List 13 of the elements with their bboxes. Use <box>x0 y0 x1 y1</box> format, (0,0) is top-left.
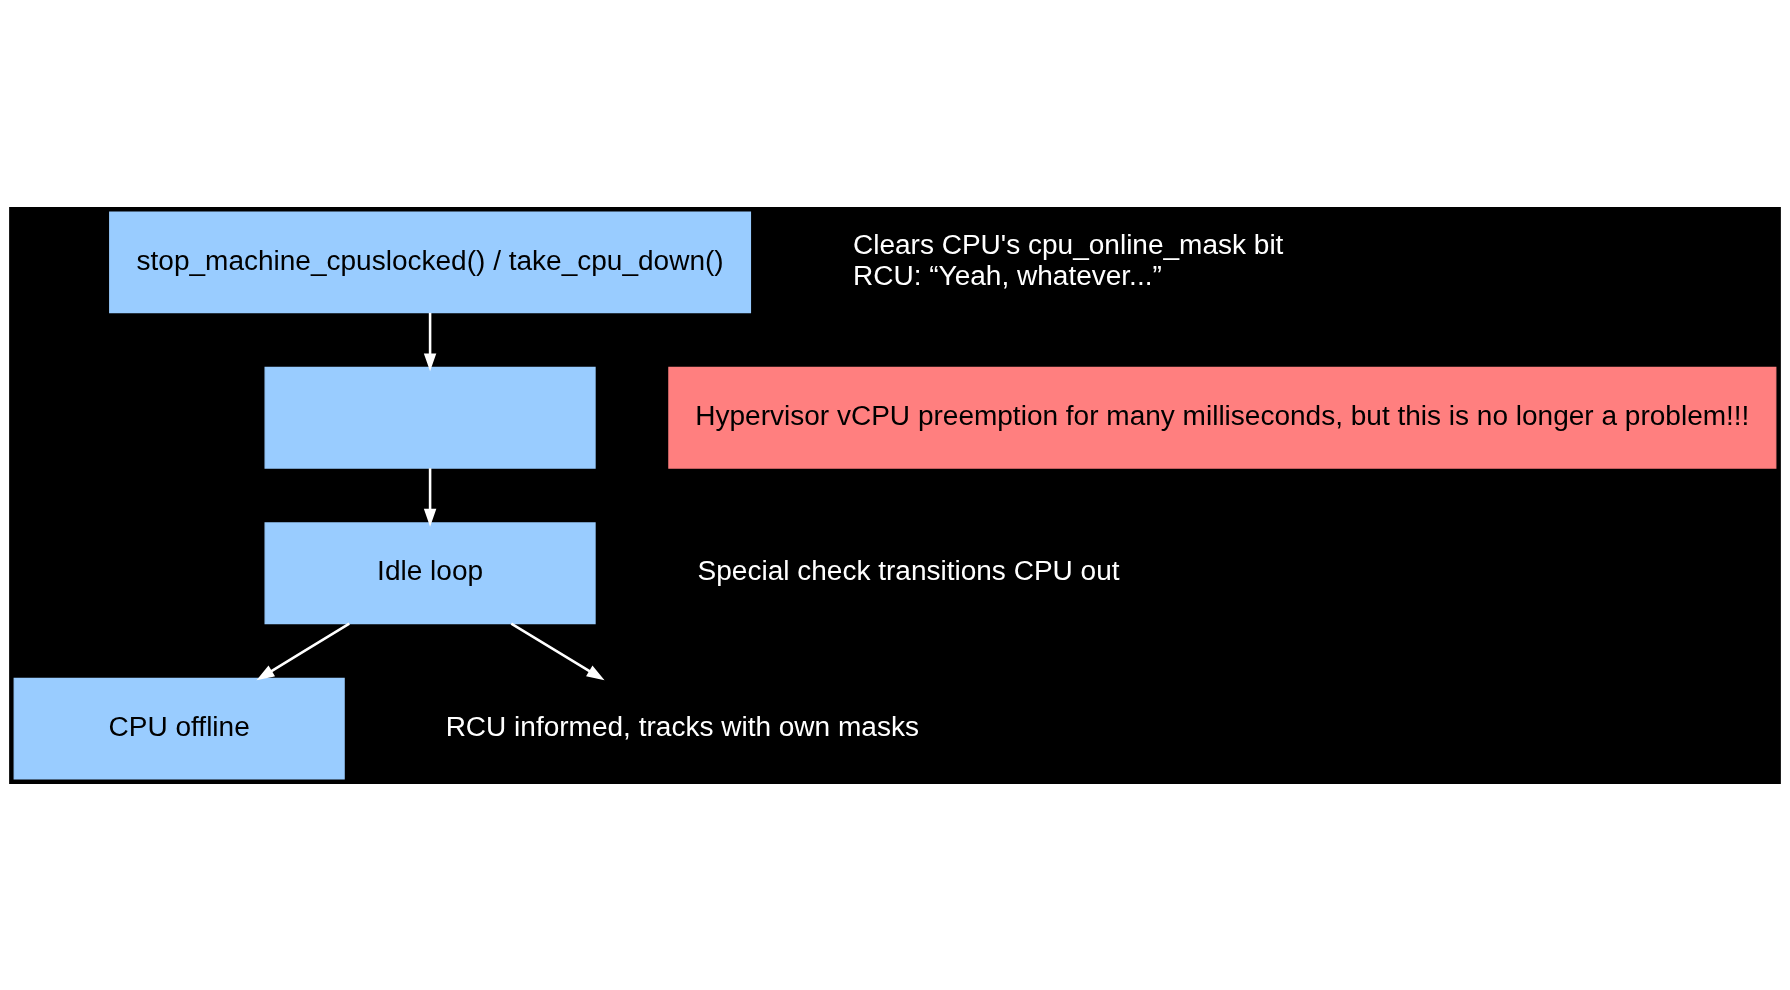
arrow <box>256 622 350 680</box>
arrow <box>423 467 437 527</box>
node-box: Idle loop <box>264 521 596 624</box>
node-box: stop_machine_cpuslocked() / take_cpu_down() <box>109 210 752 313</box>
node-box <box>264 366 596 469</box>
node-box: CPU offline <box>13 677 345 780</box>
node-label: Clears CPU's cpu_online_mask bit <box>852 228 1284 260</box>
arrow <box>510 622 605 680</box>
node-label: Special check transitions CPU out <box>697 554 1120 586</box>
arrow <box>423 312 437 371</box>
node-label: RCU: “Yeah, whatever...” <box>852 259 1162 291</box>
node-box: Hypervisor vCPU preemption for many milliseconds, but this is no longer a problem!!! <box>668 366 1777 469</box>
node-text: RCU informed, tracks with own masks <box>445 710 919 742</box>
